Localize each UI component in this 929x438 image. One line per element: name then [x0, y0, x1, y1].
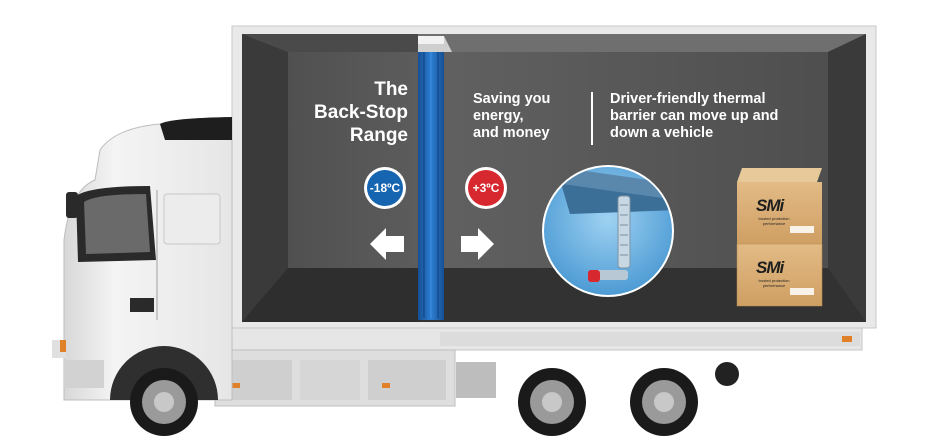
front-wheel [110, 346, 218, 436]
rear-wheel-2 [630, 368, 698, 436]
box-tagline-bottom: trusted protection performance [758, 278, 790, 288]
thermal-curtain [418, 36, 452, 320]
driver-line-1: Driver-friendly thermal [610, 91, 766, 107]
box-brand-bottom: SMi [756, 258, 784, 277]
truck-cab [52, 117, 233, 401]
cargo-box-bottom [736, 243, 823, 307]
mechanism-zoom-circle [542, 165, 674, 297]
saving-text: Saving you energy, and money [473, 91, 583, 142]
headline-line-2: Back-Stop [314, 102, 408, 123]
cold-temperature-label: -18ºC [369, 181, 401, 195]
arrow-right-icon [461, 228, 494, 260]
saving-line-1: Saving you [473, 91, 551, 107]
driver-line-3: down a vehicle [610, 125, 714, 141]
warm-temperature-badge [465, 167, 507, 209]
chassis [214, 327, 863, 407]
saving-line-3: and money [473, 125, 550, 141]
warm-temperature-label: +3ºC [472, 181, 500, 195]
arrow-left-icon [370, 228, 404, 260]
headline-line-3: Range [349, 125, 408, 146]
cargo-box-top [737, 168, 822, 244]
cold-temperature-badge [364, 167, 406, 209]
box-brand-top: SMi [756, 196, 784, 215]
headline-line-1: The [374, 79, 408, 100]
driver-line-2: barrier can move up and [610, 108, 779, 124]
driver-text: Driver-friendly thermal barrier can move… [610, 91, 830, 142]
cargo-container [231, 25, 877, 329]
box-tagline-top: trusted protection performance [758, 216, 790, 226]
rear-wheel-1 [518, 368, 586, 436]
saving-line-2: energy, [473, 108, 524, 124]
headline: The Back-Stop Range [292, 78, 408, 147]
